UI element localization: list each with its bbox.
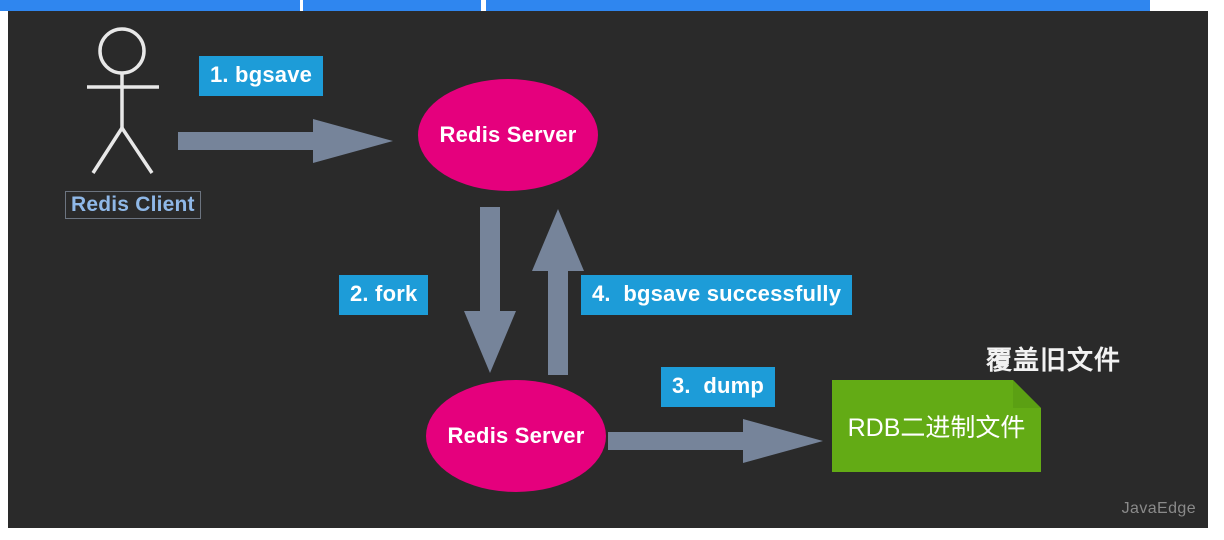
step-label-3-dump: 3. dump <box>661 367 776 407</box>
arrow-dump-right <box>608 415 826 467</box>
step-label-4-bgsave-successfully: 4. bgsave successfully <box>581 275 853 315</box>
step-label-1-bgsave: 1. bgsave <box>199 56 324 96</box>
rdb-file-label: RDB二进制文件 <box>847 414 1026 442</box>
actor-label-redis-client: Redis Client <box>65 191 201 219</box>
arrow-fork-down <box>462 207 518 375</box>
arrow-bgsave-up <box>530 207 586 375</box>
step-label-2-fork: 2. fork <box>339 275 429 315</box>
stick-figure-icon <box>76 25 186 180</box>
watermark: JavaEdge <box>1121 500 1196 517</box>
node-redis-server-parent: Redis Server <box>418 79 598 191</box>
progress-segment-2 <box>303 0 481 11</box>
arrow-client-to-server <box>178 115 396 167</box>
node-redis-server-child: Redis Server <box>426 380 606 492</box>
top-progress-bar <box>0 0 1224 11</box>
progress-segment-1 <box>0 0 300 11</box>
diagram-canvas: Redis Client 1. bgsave Redis Server 2. f… <box>8 11 1208 528</box>
overwrite-note: 覆盖旧文件 <box>986 345 1122 375</box>
progress-segment-3 <box>486 0 1150 11</box>
document-icon: RDB二进制文件 <box>832 380 1041 472</box>
